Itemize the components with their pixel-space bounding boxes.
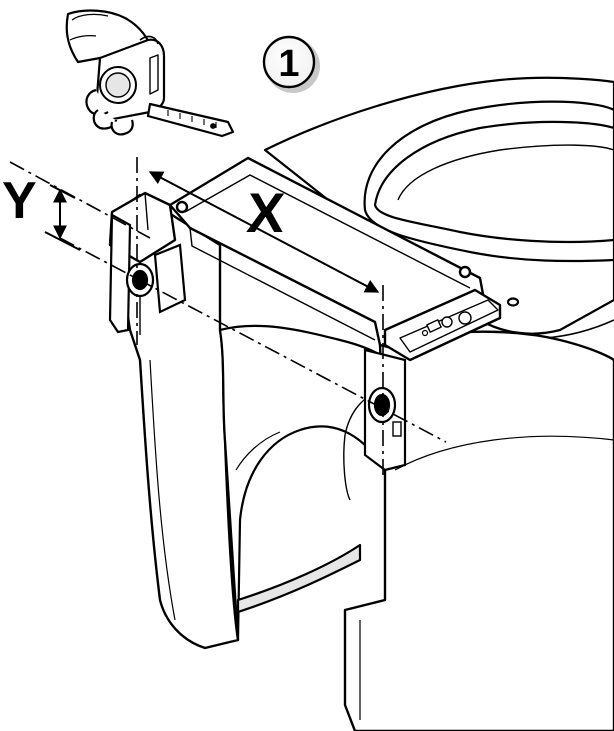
step-badge: 1 [262,35,320,93]
hand-holding-tape-icon [65,9,235,138]
axis-lines [9,157,447,480]
tape-measure-icon [94,38,235,138]
y-dimension-label: Y [2,172,37,230]
x-dimension-arrow [148,171,380,293]
step-number: 1 [278,43,299,85]
x-dimension-label: X [245,181,287,244]
right-fixing-point [363,348,407,472]
toilet-bowl [263,76,614,340]
y-dimension-arrow [44,184,81,251]
toilet-inner-wall [218,324,387,642]
